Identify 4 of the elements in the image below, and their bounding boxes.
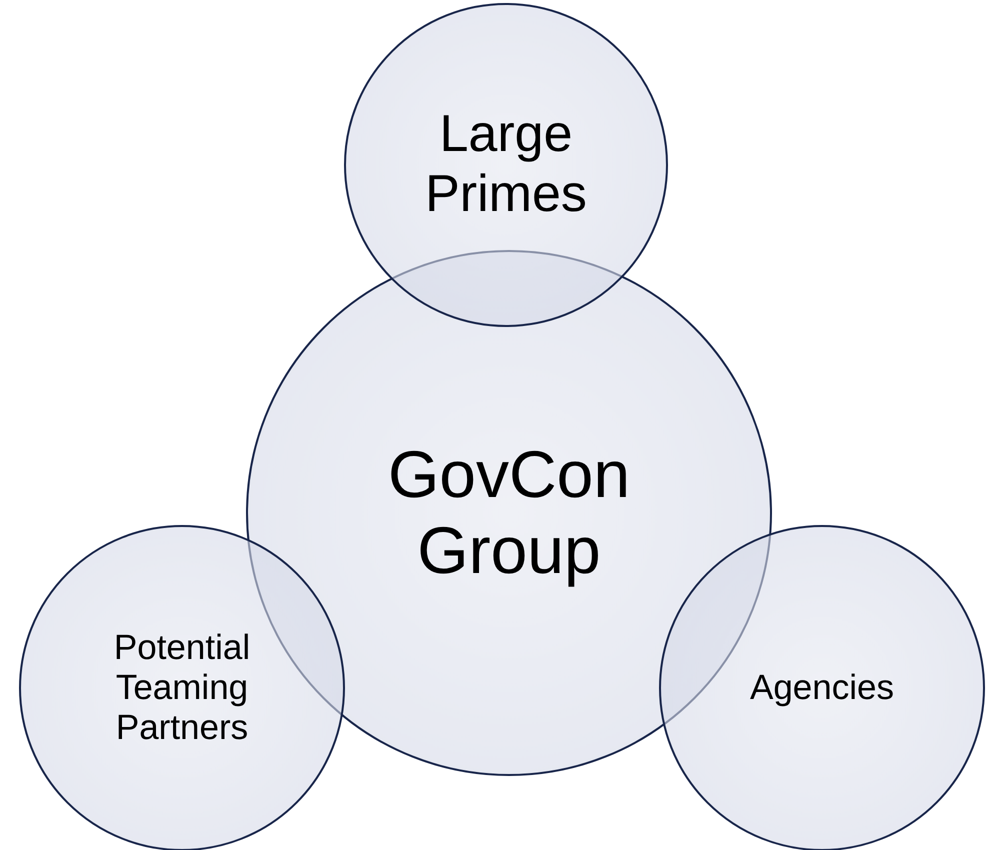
circle-label: Potential Teaming Partners (112, 628, 252, 748)
circle-label: GovCon Group (386, 437, 632, 589)
circle-label: Large Primes (424, 105, 588, 225)
circle-label: Agencies (749, 668, 895, 708)
